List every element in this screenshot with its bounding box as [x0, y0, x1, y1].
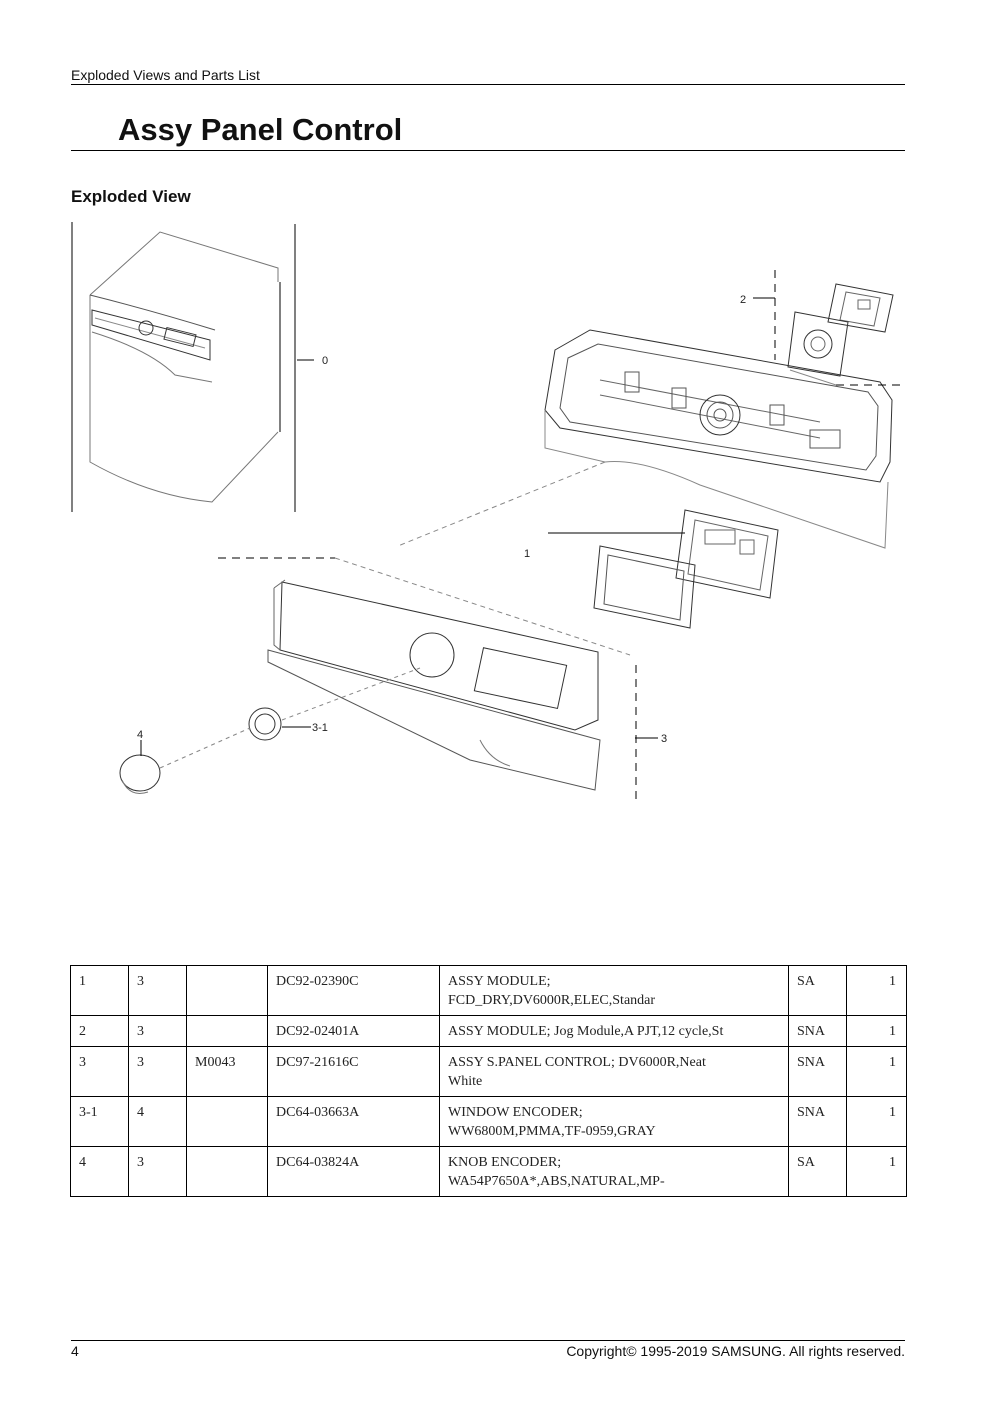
table-row: 3 3 M0043 DC97-21616C ASSY S.PANEL CONTR… [70, 1046, 907, 1097]
part-description: ASSY MODULE;FCD_DRY,DV6000R,ELEC,Standar [439, 965, 789, 1016]
table-row: 2 3 DC92-02401A ASSY MODULE; Jog Module,… [70, 1015, 907, 1047]
callout-4: 4 [137, 729, 143, 741]
part-qty: 1 [846, 1096, 907, 1147]
front-panel-drawing [218, 557, 658, 800]
copyright-notice: Copyright© 1995-2019 SAMSUNG. All rights… [566, 1343, 905, 1359]
part-number: 2 [70, 1015, 129, 1047]
table-row: 3-1 4 DC64-03663A WINDOW ENCODER;WW6800M… [70, 1096, 907, 1147]
part-sa: SNA [788, 1096, 847, 1147]
part-level: 3 [128, 1046, 187, 1097]
part-sa: SNA [788, 1046, 847, 1097]
part-number: 3 [70, 1046, 129, 1097]
part-description: KNOB ENCODER;WA54P7650A*,ABS,NATURAL,MP- [439, 1146, 789, 1197]
header-rule [71, 84, 905, 85]
control-module-drawing [548, 509, 779, 629]
footer-rule [71, 1340, 905, 1341]
part-code: DC64-03663A [267, 1096, 440, 1147]
part-code: DC92-02390C [267, 965, 440, 1016]
knob-encoder-drawing [119, 727, 251, 794]
panel-frame-drawing [397, 329, 893, 549]
part-location: M0043 [186, 1046, 268, 1097]
part-code: DC92-02401A [267, 1015, 440, 1047]
part-level: 3 [128, 965, 187, 1016]
part-number: 3-1 [70, 1096, 129, 1147]
page-number: 4 [71, 1343, 79, 1359]
part-number: 1 [70, 965, 129, 1016]
callout-3-1: 3-1 [312, 722, 328, 734]
part-location [186, 1096, 268, 1147]
window-encoder-drawing [248, 667, 421, 741]
part-level: 3 [128, 1015, 187, 1047]
part-qty: 1 [846, 1146, 907, 1197]
part-code: DC64-03824A [267, 1146, 440, 1197]
jog-module-drawing [774, 270, 905, 386]
page-title: Assy Panel Control [118, 112, 403, 147]
part-qty: 1 [846, 1046, 907, 1097]
running-header: Exploded Views and Parts List [71, 67, 260, 83]
callout-1: 1 [524, 548, 530, 560]
part-code: DC97-21616C [267, 1046, 440, 1097]
table-row: 4 3 DC64-03824A KNOB ENCODER;WA54P7650A*… [70, 1146, 907, 1197]
section-heading: Exploded View [71, 187, 191, 206]
part-number: 4 [70, 1146, 129, 1197]
part-sa: SA [788, 1146, 847, 1197]
part-location [186, 1146, 268, 1197]
part-description: WINDOW ENCODER;WW6800M,PMMA,TF-0959,GRAY [439, 1096, 789, 1147]
part-level: 4 [128, 1096, 187, 1147]
title-rule [71, 150, 905, 151]
exploded-view-diagram: 0 1 2 3 3-1 4 [71, 222, 905, 800]
part-level: 3 [128, 1146, 187, 1197]
callout-2: 2 [740, 294, 746, 306]
part-qty: 1 [846, 965, 907, 1016]
parts-table: 1 3 DC92-02390C ASSY MODULE;FCD_DRY,DV60… [70, 965, 907, 1197]
dryer-unit-drawing [71, 222, 296, 512]
part-sa: SNA [788, 1015, 847, 1047]
part-location [186, 1015, 268, 1047]
callout-3: 3 [661, 733, 667, 745]
part-description: ASSY MODULE; Jog Module,A PJT,12 cycle,S… [439, 1015, 789, 1047]
part-location [186, 965, 268, 1016]
callout-0: 0 [322, 355, 328, 367]
part-sa: SA [788, 965, 847, 1016]
part-qty: 1 [846, 1015, 907, 1047]
table-row: 1 3 DC92-02390C ASSY MODULE;FCD_DRY,DV60… [70, 965, 907, 1016]
